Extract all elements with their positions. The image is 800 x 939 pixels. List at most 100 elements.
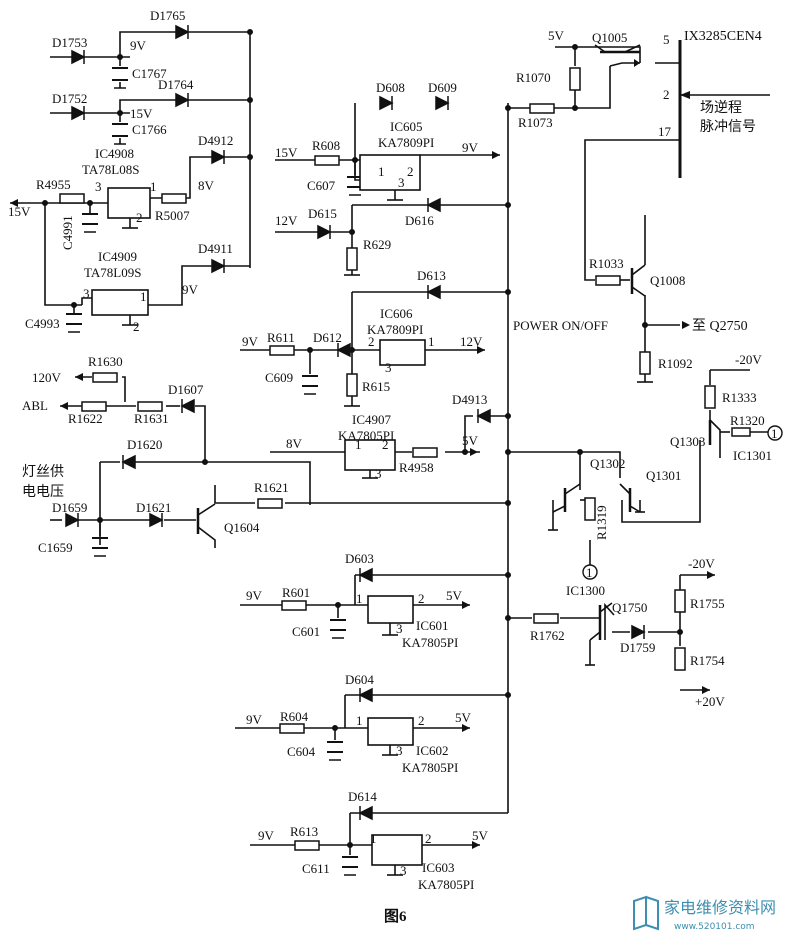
label-R1622: R1622: [68, 411, 103, 426]
label-5V-ic601: 5V: [446, 588, 463, 603]
R5007-body: [161, 193, 187, 204]
regulator-ics: [91, 154, 426, 866]
D4911-symbol: [211, 258, 226, 274]
label-15V-top: 15V: [130, 106, 153, 121]
label-KA7809PI-605: KA7809PI: [378, 135, 434, 150]
label-KA7805PI-602: KA7805PI: [402, 760, 458, 775]
D4913-symbol: [476, 408, 491, 424]
node-1-text-b: 1: [586, 565, 593, 580]
label-C607: C607: [307, 178, 336, 193]
R1033-body: [595, 275, 621, 286]
label-5V-ic4907: 5V: [462, 433, 479, 448]
label-Q1005: Q1005: [592, 30, 627, 45]
label-D1753: D1753: [52, 35, 87, 50]
label-Q1301: Q1301: [646, 468, 681, 483]
label-Q1302: Q1302: [590, 456, 625, 471]
label-R1092: R1092: [658, 356, 693, 371]
label-R608: R608: [312, 138, 340, 153]
pin-3-ic602: 3: [396, 743, 403, 758]
Q1301-symbol: [619, 483, 641, 513]
pin-1-ic603: 1: [370, 831, 377, 846]
D615-symbol: [317, 224, 332, 240]
label-TA78L08S: TA78L08S: [82, 162, 139, 177]
R629-body: [346, 247, 358, 271]
book-icon: 家电维修资料网 www.520101.com: [633, 895, 776, 932]
label-C1766: C1766: [132, 122, 167, 137]
pin-2-ic603: 2: [425, 831, 432, 846]
Q1604-symbol: [196, 503, 216, 548]
label-D608: D608: [376, 80, 405, 95]
R611-body: [269, 345, 295, 356]
pin-1-ic4907: 1: [355, 437, 362, 452]
label-D4911: D4911: [198, 241, 233, 256]
label-KA7805PI-603: KA7805PI: [418, 877, 474, 892]
label-D613: D613: [417, 268, 446, 283]
pin-3-ic606: 3: [385, 360, 392, 375]
label-neg20V-top: -20V: [735, 352, 762, 367]
label-R604: R604: [280, 709, 309, 724]
label-D612: D612: [313, 330, 342, 345]
label-9V-ic605: 9V: [462, 140, 479, 155]
label-15V-ic605: 15V: [275, 145, 298, 160]
R608-body: [314, 155, 340, 166]
label-R601: R601: [282, 585, 310, 600]
R1754-body: [674, 647, 686, 671]
label-R1319: R1319: [594, 505, 609, 540]
pin-2-ic4909: 2: [133, 319, 140, 334]
R604-body: [279, 723, 305, 734]
D614-symbol: [358, 805, 373, 821]
IC601-body: [367, 595, 414, 624]
label-D1621: D1621: [136, 500, 171, 515]
label-8V-4908: 8V: [198, 178, 215, 193]
junctions: [42, 29, 683, 848]
C4993-symbol: [66, 313, 82, 333]
R1762-body: [533, 613, 559, 624]
label-Q1750: Q1750: [612, 600, 647, 615]
pin-3-ic4908: 3: [95, 179, 102, 194]
label-15V-left: 15V: [8, 204, 31, 219]
D612-symbol: [336, 342, 351, 358]
label-TA78L09S: TA78L09S: [84, 265, 141, 280]
R1320-body: [731, 427, 751, 437]
D1620-symbol: [121, 454, 136, 470]
D1659-symbol: [65, 512, 80, 528]
pin-17: 17: [658, 124, 672, 139]
arrows: [10, 59, 715, 849]
diodes: [65, 24, 646, 821]
pin-2-ic606: 2: [368, 334, 375, 349]
R1070-body: [569, 67, 581, 91]
label-IC4909: IC4909: [98, 249, 137, 264]
grounds: [122, 199, 653, 876]
D1621-symbol: [149, 512, 164, 528]
label-R613: R613: [290, 824, 318, 839]
label-C1659: C1659: [38, 540, 73, 555]
D604-symbol: [358, 687, 373, 703]
label-D1765: D1765: [150, 8, 185, 23]
label-C601: C601: [292, 624, 320, 639]
label-power-on-off: POWER ON/OFF: [513, 318, 608, 333]
label-KA7805PI-601: KA7805PI: [402, 635, 458, 650]
label-D4912: D4912: [198, 133, 233, 148]
label-IC601: IC601: [416, 618, 449, 633]
label-Q1604: Q1604: [224, 520, 260, 535]
IC606-body: [379, 339, 426, 366]
transistors: [196, 44, 712, 641]
label-Q1008: Q1008: [650, 273, 685, 288]
pin-3-ic601: 3: [396, 621, 403, 636]
label-R1631: R1631: [134, 411, 169, 426]
label-D615: D615: [308, 206, 337, 221]
node-markers: [582, 425, 783, 580]
IC602-body: [367, 717, 414, 746]
R1073-body: [529, 103, 555, 114]
label-R1762: R1762: [530, 628, 565, 643]
C1766-symbol: [112, 123, 128, 145]
label-12V-ic606: 12V: [460, 334, 483, 349]
label-IC1301: IC1301: [733, 448, 772, 463]
label-KA7809PI-606: KA7809PI: [367, 322, 423, 337]
D608-symbol: [379, 95, 394, 111]
label-C609: C609: [265, 370, 293, 385]
label-D1607: D1607: [168, 382, 204, 397]
pin-2-ic602: 2: [418, 713, 425, 728]
label-D4913: D4913: [452, 392, 487, 407]
